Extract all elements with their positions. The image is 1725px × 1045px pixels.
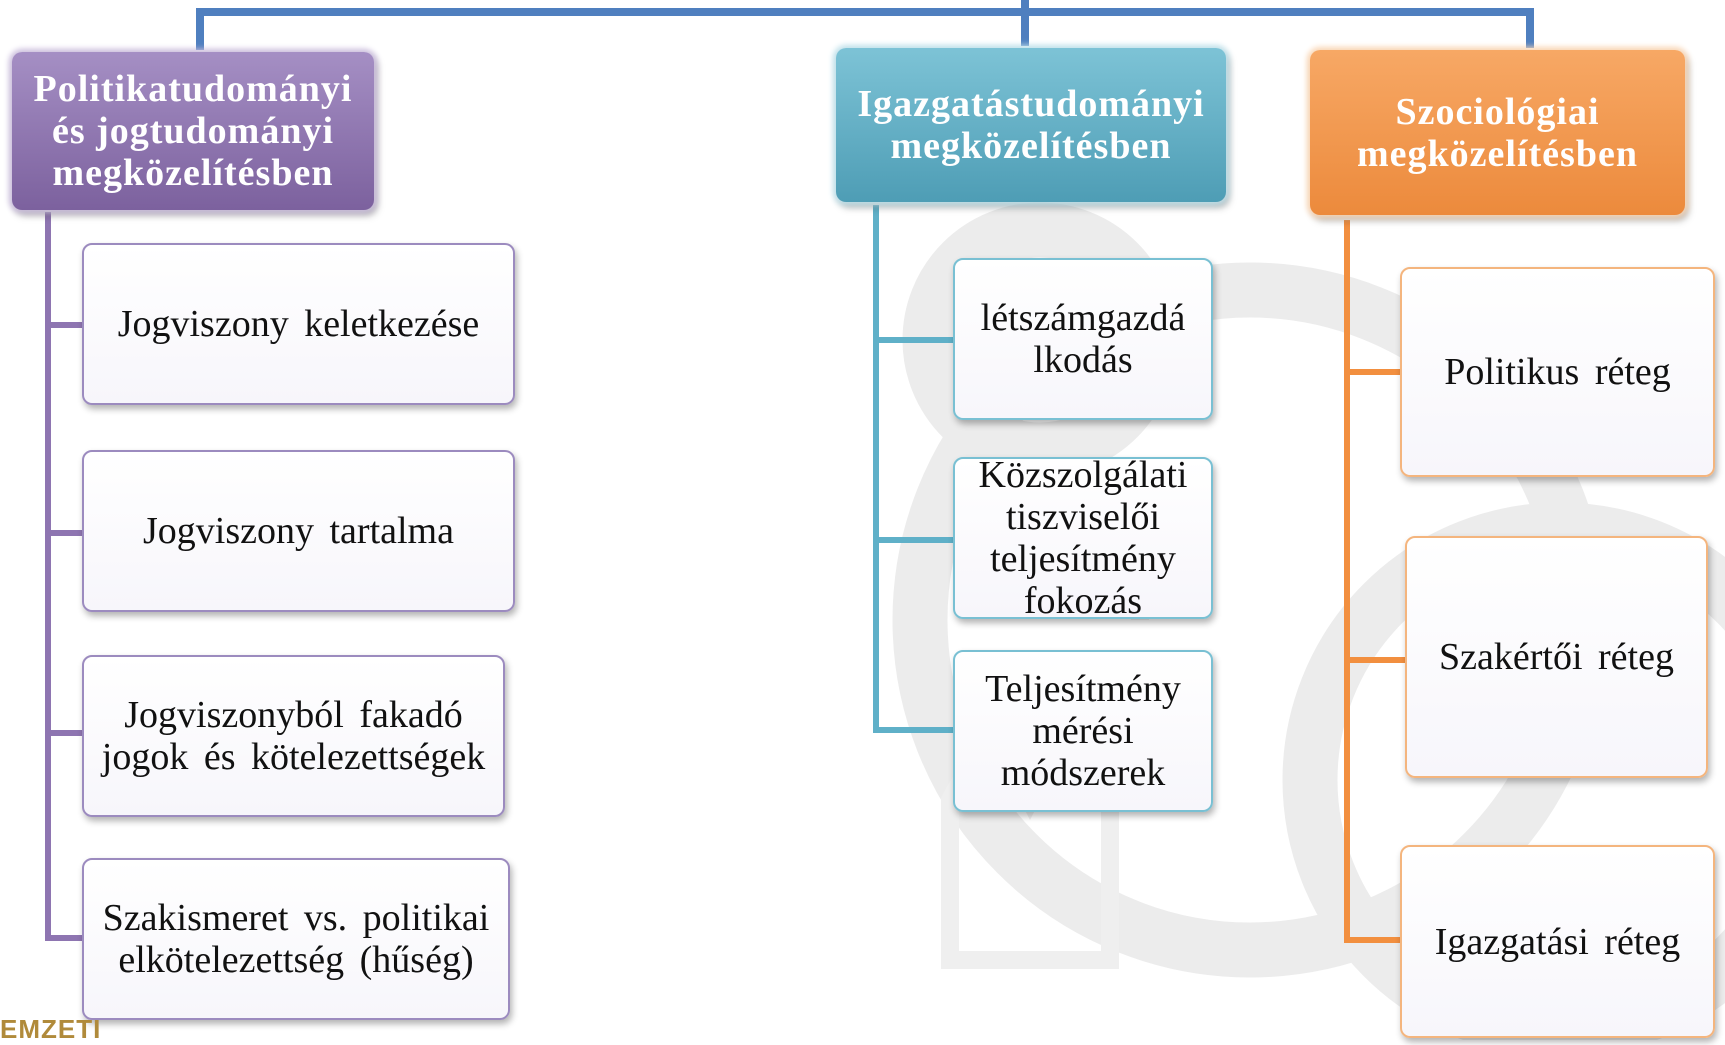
item-teljesitmeny-fokozas: Közszolgálati tiszviselői teljesítmény f… — [953, 454, 1213, 622]
item-label: létszámgazdá lkodás — [980, 297, 1186, 381]
branch-header-label: Politikatudományi és jogtudományi megköz… — [33, 68, 353, 194]
item-letszamgazdalkodas: létszámgazdá lkodás — [953, 258, 1213, 420]
branch-header-szociologiai: Szociológiai megközelítésben — [1310, 50, 1685, 215]
teal-branch-lines — [873, 205, 953, 733]
top-connector — [196, 0, 1534, 50]
item-szakertoi-reteg: Szakértői réteg — [1405, 536, 1708, 778]
item-label: Közszolgálati tiszviselői teljesítmény f… — [978, 454, 1188, 622]
purple-branch-lines — [45, 212, 82, 941]
orange-branch-lines — [1344, 220, 1405, 943]
item-label: Jogviszony keletkezése — [117, 303, 480, 345]
branch-header-igazgatastudomanyi: Igazgatástudományi megközelítésben — [836, 48, 1226, 202]
item-label: Politikus réteg — [1444, 351, 1671, 393]
item-label: Igazgatási réteg — [1434, 920, 1681, 963]
item-label: Szakismeret vs. politikai elkötelezettsé… — [102, 897, 490, 981]
item-label: Teljesítmény mérési módszerek — [985, 668, 1181, 794]
item-teljesitmeny-meresi-modszerek: Teljesítmény mérési módszerek — [953, 650, 1213, 812]
item-label: Jogviszony tartalma — [143, 510, 454, 552]
branch-header-label: Igazgatástudományi megközelítésben — [857, 83, 1205, 167]
item-politikus-reteg: Politikus réteg — [1400, 267, 1715, 477]
item-igazgatasi-reteg: Igazgatási réteg — [1400, 845, 1715, 1038]
item-label: Szakértői réteg — [1439, 636, 1674, 678]
item-jogok-kotelezettsegek: Jogviszonyból fakadó jogok és kötelezett… — [82, 655, 505, 817]
item-jogviszony-keletkezese: Jogviszony keletkezése — [82, 243, 515, 405]
logo-text: EMZETI — [0, 1014, 102, 1044]
item-label: Jogviszonyból fakadó jogok és kötelezett… — [101, 694, 486, 778]
item-jogviszony-tartalma: Jogviszony tartalma — [82, 450, 515, 612]
branch-header-label: Szociológiai megközelítésben — [1357, 90, 1638, 175]
item-szakismeret-vs-politikai: Szakismeret vs. politikai elkötelezettsé… — [82, 858, 510, 1020]
branch-header-politikatudomanyi: Politikatudományi és jogtudományi megköz… — [12, 52, 374, 210]
